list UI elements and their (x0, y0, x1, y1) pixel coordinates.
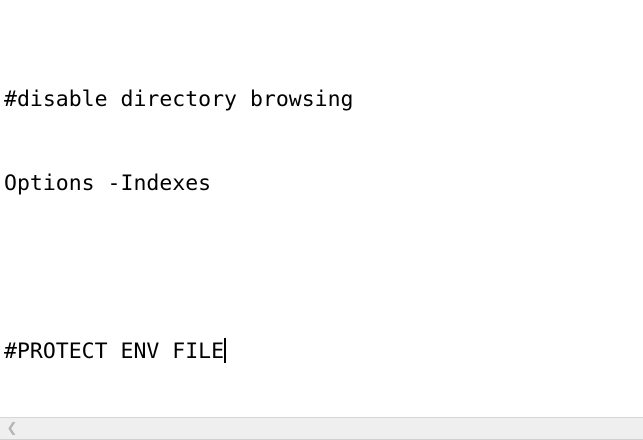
scroll-left-arrow-icon[interactable]: ❮ (6, 421, 18, 436)
editor-text-area[interactable]: #disable directory browsing Options -Ind… (0, 0, 643, 417)
code-line[interactable]: Options -Indexes (4, 171, 212, 196)
code-content[interactable]: #disable directory browsing Options -Ind… (4, 30, 354, 417)
code-line[interactable]: #disable directory browsing (4, 87, 354, 112)
horizontal-scrollbar[interactable]: ❮ (0, 417, 643, 440)
code-line-blank[interactable] (4, 254, 354, 282)
code-line-text: #PROTECT ENV FILE (4, 339, 225, 364)
scrollbar-track[interactable] (20, 418, 643, 439)
code-line-with-caret[interactable]: #PROTECT ENV FILE (4, 338, 354, 366)
